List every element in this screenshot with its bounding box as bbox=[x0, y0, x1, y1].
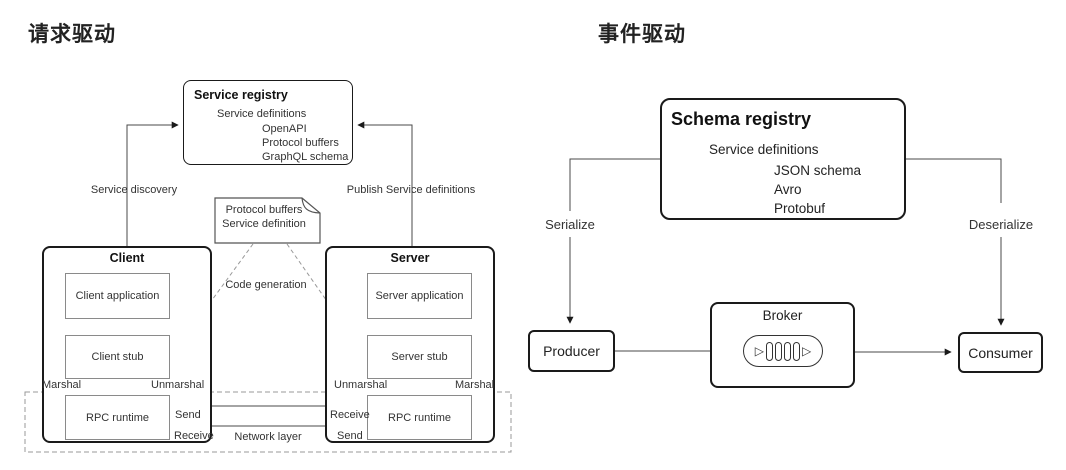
right-diagram-title: 事件驱动 bbox=[598, 23, 686, 46]
service-registry-subtitle: Service definitions bbox=[217, 108, 307, 120]
server-unmarshal-label: Unmarshal bbox=[334, 379, 388, 391]
schema-registry-title: Schema registry bbox=[671, 109, 812, 129]
document-line2: Service definition bbox=[222, 218, 306, 230]
client-stub-box: Client stub bbox=[65, 335, 170, 379]
client-application-box: Client application bbox=[65, 273, 170, 319]
server-marshal-label: Marshal bbox=[455, 379, 495, 391]
document-line1: Protocol buffers bbox=[225, 204, 303, 216]
send-label-right: Send bbox=[337, 430, 363, 442]
play-triangle-icon: ▷ bbox=[754, 344, 764, 358]
broker-box bbox=[710, 302, 855, 388]
message-queue-icon: ▷▷ bbox=[743, 335, 823, 367]
server-rpc-runtime-box: RPC runtime bbox=[367, 395, 472, 440]
schema-registry-box: Schema registry Service definitions JSON… bbox=[660, 98, 906, 220]
queue-slot bbox=[766, 341, 773, 361]
play-triangle-icon: ▷ bbox=[802, 344, 812, 358]
schema-registry-item: JSON schema bbox=[774, 163, 862, 178]
deserialize-line-top bbox=[906, 158, 1002, 203]
service-registry-title: Service registry bbox=[194, 88, 288, 102]
client-rpc-runtime-box: RPC runtime bbox=[65, 395, 170, 440]
serialize-label: Serialize bbox=[545, 217, 595, 232]
service-registry-item: Protocol buffers bbox=[262, 137, 339, 149]
service-registry-item: GraphQL schema bbox=[262, 151, 349, 163]
receive-label-left: Receive bbox=[174, 430, 214, 442]
client-unmarshal-label: Unmarshal bbox=[151, 379, 205, 391]
queue-slot bbox=[784, 341, 791, 361]
receive-label-right: Receive bbox=[330, 409, 370, 421]
deserialize-label: Deserialize bbox=[968, 217, 1034, 232]
serialize-line-top bbox=[569, 158, 660, 211]
service-discovery-label: Service discovery bbox=[90, 184, 178, 196]
producer-box: Producer bbox=[528, 330, 615, 372]
client-title: Client bbox=[109, 251, 145, 265]
send-label-left: Send bbox=[175, 409, 201, 421]
schema-registry-item: Avro bbox=[774, 182, 802, 197]
server-title: Server bbox=[390, 251, 430, 265]
service-registry-item: OpenAPI bbox=[262, 123, 307, 135]
schema-registry-item: Protobuf bbox=[774, 201, 826, 216]
schema-registry-subtitle: Service definitions bbox=[709, 142, 819, 157]
left-diagram-title: 请求驱动 bbox=[28, 23, 116, 46]
code-generation-label: Code generation bbox=[225, 279, 307, 291]
publish-label: Publish Service definitions bbox=[346, 184, 476, 196]
server-stub-box: Server stub bbox=[367, 335, 472, 379]
service-registry-box: Service registry Service definitions Ope… bbox=[183, 80, 353, 165]
queue-slot bbox=[775, 341, 782, 361]
server-application-box: Server application bbox=[367, 273, 472, 319]
queue-slot bbox=[793, 341, 800, 361]
network-layer-label: Network layer bbox=[234, 431, 302, 443]
consumer-box: Consumer bbox=[958, 332, 1043, 373]
client-marshal-label: Marshal bbox=[42, 379, 82, 391]
broker-title: Broker bbox=[762, 308, 803, 323]
